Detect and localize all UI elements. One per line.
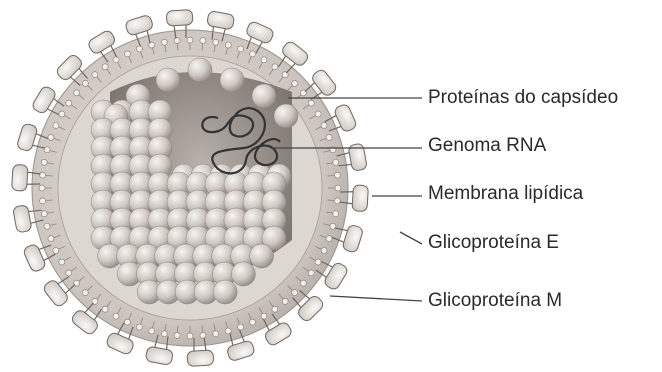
lipid-head [66,270,72,276]
lipid-head [333,159,339,165]
lipid-head [40,172,46,178]
lipid-head [326,236,332,242]
capsid-protein-sphere [250,244,274,268]
spike-head [187,350,214,367]
spike-head [125,14,154,36]
lipid-head [74,90,80,96]
lipid-head [102,306,108,312]
lipid-head [315,111,321,117]
lipid-head [174,332,180,338]
lipid-head [161,331,167,337]
capsid-protein-sphere [213,280,237,304]
lipid-head [41,211,47,217]
lipid-head [238,324,244,330]
lipid-head [66,100,72,106]
lipid-head [213,331,219,337]
spike-head [13,205,32,233]
capsid-protein-sphere [156,68,180,92]
lipid-head [213,39,219,45]
lipid-head [48,134,54,140]
capsid-protein-sphere [274,104,298,128]
lipid-head [272,306,278,312]
label-glycoprotein-e: Glicoproteína E [428,233,559,252]
spike-head [16,123,38,152]
lipid-head [59,111,65,117]
lipid-head [326,134,332,140]
lipid-head [124,319,130,325]
lipid-head [136,46,142,52]
lipid-head [161,39,167,45]
lipid-head [292,80,298,86]
lipid-head [250,319,256,325]
lipid-head [187,37,193,43]
lipid-head [149,328,155,334]
spike-head [342,224,364,253]
lipid-head [321,248,327,254]
lipid-head [113,313,119,319]
lipid-head [59,259,65,265]
lipid-head [272,64,278,70]
spike-head [166,10,193,27]
capsid-protein-sphere [220,68,244,92]
lipid-head [308,100,314,106]
lipid-head [113,57,119,63]
lipid-head [48,236,54,242]
lipid-head [261,57,267,63]
label-capsid-proteins: Proteínas do capsídeo [428,88,618,107]
lipid-head [41,159,47,165]
lipid-head [334,198,340,204]
capsid-protein-sphere [188,58,212,82]
lipid-head [187,333,193,339]
lipid-head [53,248,59,254]
lipid-head [292,290,298,296]
label-lipid-membrane: Membrana lipídica [428,184,583,203]
lipid-head [53,122,59,128]
lipid-head [225,42,231,48]
lipid-head [44,223,50,229]
spike-head [207,11,235,30]
capsid-protein-sphere [231,262,255,286]
lipid-head [308,270,314,276]
lipid-head [334,172,340,178]
spike-head [348,143,367,171]
lipid-head [92,72,98,78]
lipid-head [82,80,88,86]
lipid-head [82,290,88,296]
spike-head [12,164,29,191]
lipid-head [300,280,306,286]
leader-line-glycoprotein-e [400,232,422,244]
spike-head [226,340,255,362]
lipid-head [40,198,46,204]
lipid-head [335,185,341,191]
lipid-head [39,185,45,191]
lipid-head [333,211,339,217]
label-rna-genome: Genoma RNA [428,136,546,155]
lipid-head [321,122,327,128]
lipid-head [282,298,288,304]
spike-head [145,346,173,365]
lipid-head [174,38,180,44]
capsid-protein-sphere [252,84,276,108]
lipid-head [238,46,244,52]
lipid-head [136,324,142,330]
label-glycoprotein-m: Glicoproteína M [428,291,562,310]
lipid-head [250,51,256,57]
lipid-head [261,313,267,319]
lipid-head [102,64,108,70]
lipid-head [315,259,321,265]
lipid-head [200,332,206,338]
lipid-head [124,51,130,57]
spike-head [352,185,369,212]
leader-line-glycoprotein-m [330,296,422,301]
lipid-head [200,38,206,44]
